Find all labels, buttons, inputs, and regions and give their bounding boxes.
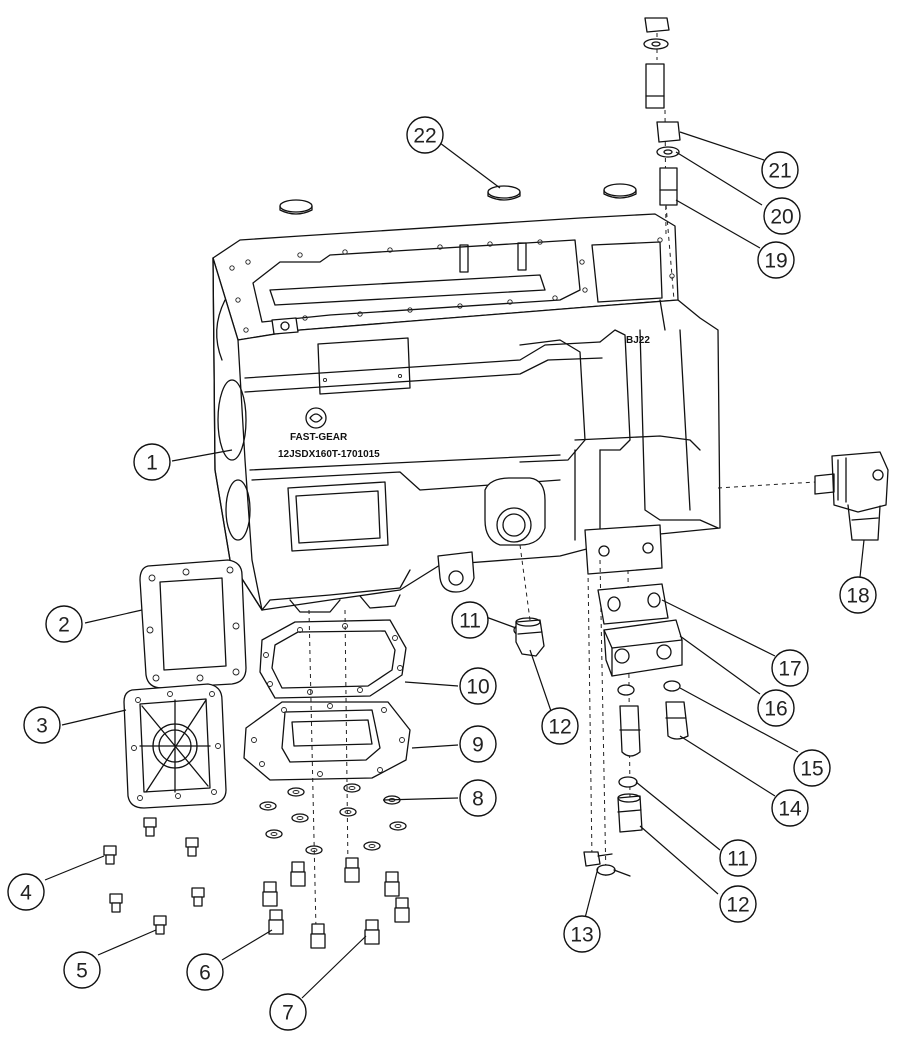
callout-9: 9 [459, 725, 497, 763]
callout-number: 16 [764, 698, 787, 721]
callout-22: 22 [406, 116, 444, 154]
callout-11: 11 [451, 601, 489, 639]
callout-14: 14 [771, 789, 809, 827]
callout-circle [563, 915, 601, 953]
callout-circle [63, 951, 101, 989]
callout-circle [186, 953, 224, 991]
left-cover-plate [123, 683, 227, 809]
callout-number: 4 [20, 882, 32, 905]
callout-circle [771, 789, 809, 827]
callout-circle [269, 993, 307, 1031]
callout-circle [541, 707, 579, 745]
callout-number: 18 [846, 585, 869, 608]
callout-circle [761, 151, 799, 189]
callout-number: 22 [413, 125, 436, 148]
callout-5: 5 [63, 951, 101, 989]
callout-circle [133, 443, 171, 481]
callout-circle [719, 885, 757, 923]
callout-number: 6 [199, 962, 211, 985]
callout-number: 11 [727, 848, 749, 871]
callout-20: 20 [763, 197, 801, 235]
plug-caps [279, 183, 637, 215]
bolts [103, 817, 410, 949]
callout-circle [23, 706, 61, 744]
callout-1: 1 [133, 443, 171, 481]
callout-19: 19 [757, 241, 795, 279]
callout-number: 12 [548, 716, 571, 739]
callout-circle [459, 725, 497, 763]
left-gasket [139, 559, 247, 689]
housing-code-text: BJ22 [626, 335, 650, 346]
callout-number: 21 [768, 160, 791, 183]
callout-4: 4 [7, 873, 45, 911]
callout-number: 14 [778, 798, 802, 821]
callout-12: 12 [719, 885, 757, 923]
callout-12: 12 [541, 707, 579, 745]
right-side-fittings [513, 583, 689, 877]
callout-number: 12 [726, 894, 749, 917]
callout-8: 8 [459, 779, 497, 817]
callout-circle [459, 779, 497, 817]
callout-number: 1 [146, 452, 158, 475]
callout-number: 19 [764, 250, 787, 273]
callout-number: 9 [472, 734, 484, 757]
callout-number: 10 [466, 676, 489, 699]
callout-number: 5 [76, 960, 88, 983]
callout-number: 3 [36, 715, 48, 738]
sensor-unit [717, 451, 889, 541]
callout-number: 17 [778, 658, 801, 681]
bottom-gasket [259, 619, 407, 699]
callout-2: 2 [45, 605, 83, 643]
callout-3: 3 [23, 706, 61, 744]
callout-17: 17 [771, 649, 809, 687]
housing-brand-text: FAST-GEAR [290, 432, 348, 443]
callout-number: 11 [459, 610, 481, 633]
callout-circle [771, 649, 809, 687]
callout-circle [719, 839, 757, 877]
callout-13: 13 [563, 915, 601, 953]
callout-11: 11 [719, 839, 757, 877]
callout-circle [839, 576, 877, 614]
callout-circle [757, 241, 795, 279]
callout-number: 8 [472, 788, 484, 811]
bottom-cover-plate [243, 701, 411, 781]
callout-number: 20 [770, 206, 793, 229]
transmission-housing: FAST-GEAR 12JSDX160T-1701015 BJ22 [212, 213, 721, 613]
callout-number: 13 [570, 924, 593, 947]
callout-10: 10 [459, 667, 497, 705]
callout-number: 2 [58, 614, 70, 637]
callout-7: 7 [269, 993, 307, 1031]
callout-21: 21 [761, 151, 799, 189]
callout-circle [7, 873, 45, 911]
callout-circle [406, 116, 444, 154]
callout-18: 18 [839, 576, 877, 614]
callout-number: 15 [800, 758, 823, 781]
leader-lines [44, 131, 865, 999]
callout-circle [451, 601, 489, 639]
callout-circle [763, 197, 801, 235]
callout-6: 6 [186, 953, 224, 991]
callout-circle [793, 749, 831, 787]
callout-16: 16 [757, 689, 795, 727]
callout-circle [459, 667, 497, 705]
housing-part-number-text: 12JSDX160T-1701015 [278, 449, 380, 460]
callout-15: 15 [793, 749, 831, 787]
washers [259, 783, 407, 855]
callout-circle [45, 605, 83, 643]
callout-circle [757, 689, 795, 727]
top-fastener-stack [643, 17, 681, 301]
callout-number: 7 [282, 1002, 294, 1025]
